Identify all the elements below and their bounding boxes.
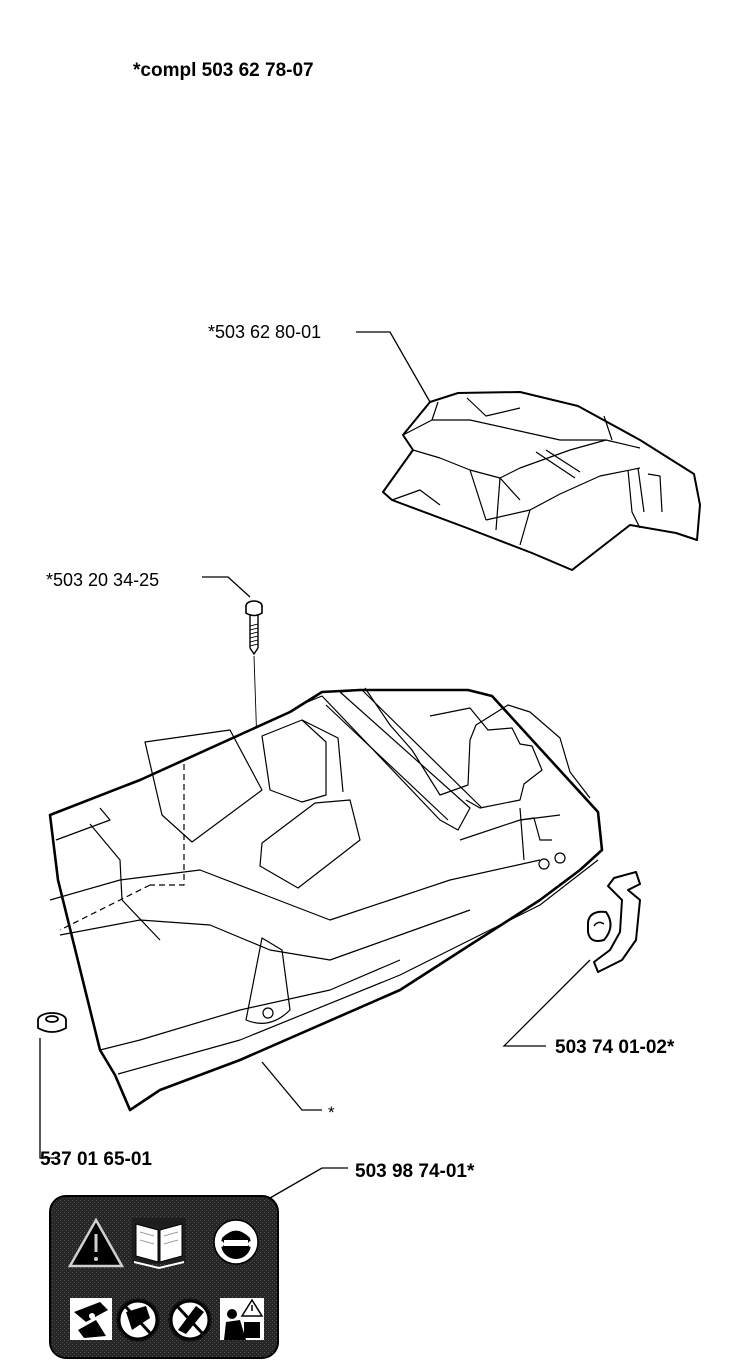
- no-one-hand-icon: [116, 1298, 160, 1342]
- warning-triangle-icon: [67, 1217, 125, 1268]
- no-kickback-icon: [168, 1298, 212, 1342]
- main-cover-part-label: *: [328, 1103, 335, 1122]
- top-cover-leader: [356, 331, 431, 403]
- protective-gear-icon: [213, 1219, 259, 1265]
- decal-part-label: 503 98 74-01*: [355, 1161, 475, 1182]
- screw-part-label: *503 20 34-25: [46, 570, 160, 590]
- assembly-title: *compl 503 62 78-07: [133, 60, 314, 81]
- two-hand-grip-icon: [70, 1298, 112, 1340]
- screw-leader: [202, 576, 251, 598]
- grommet-leader: [39, 1038, 54, 1159]
- holder-part-label: 503 74 01-02*: [555, 1037, 675, 1058]
- top-cover-part[interactable]: [382, 391, 701, 571]
- grommet-part-label: 537 01 65-01: [40, 1149, 152, 1170]
- holder-clip-part[interactable]: [587, 871, 641, 973]
- screw-part[interactable]: [245, 600, 263, 656]
- cylinder-cover-part[interactable]: [48, 688, 604, 1112]
- decal-leader: [269, 1167, 348, 1199]
- cylinder-cover-details: [49, 687, 599, 1075]
- main-cover-leader: [261, 1061, 322, 1111]
- top-cover-part-label: *503 62 80-01: [208, 322, 322, 342]
- kickback-warning-icon: [220, 1298, 264, 1340]
- holder-leader: [502, 959, 591, 1047]
- read-manual-icon: [132, 1218, 186, 1270]
- rubber-grommet-part[interactable]: [37, 1012, 67, 1033]
